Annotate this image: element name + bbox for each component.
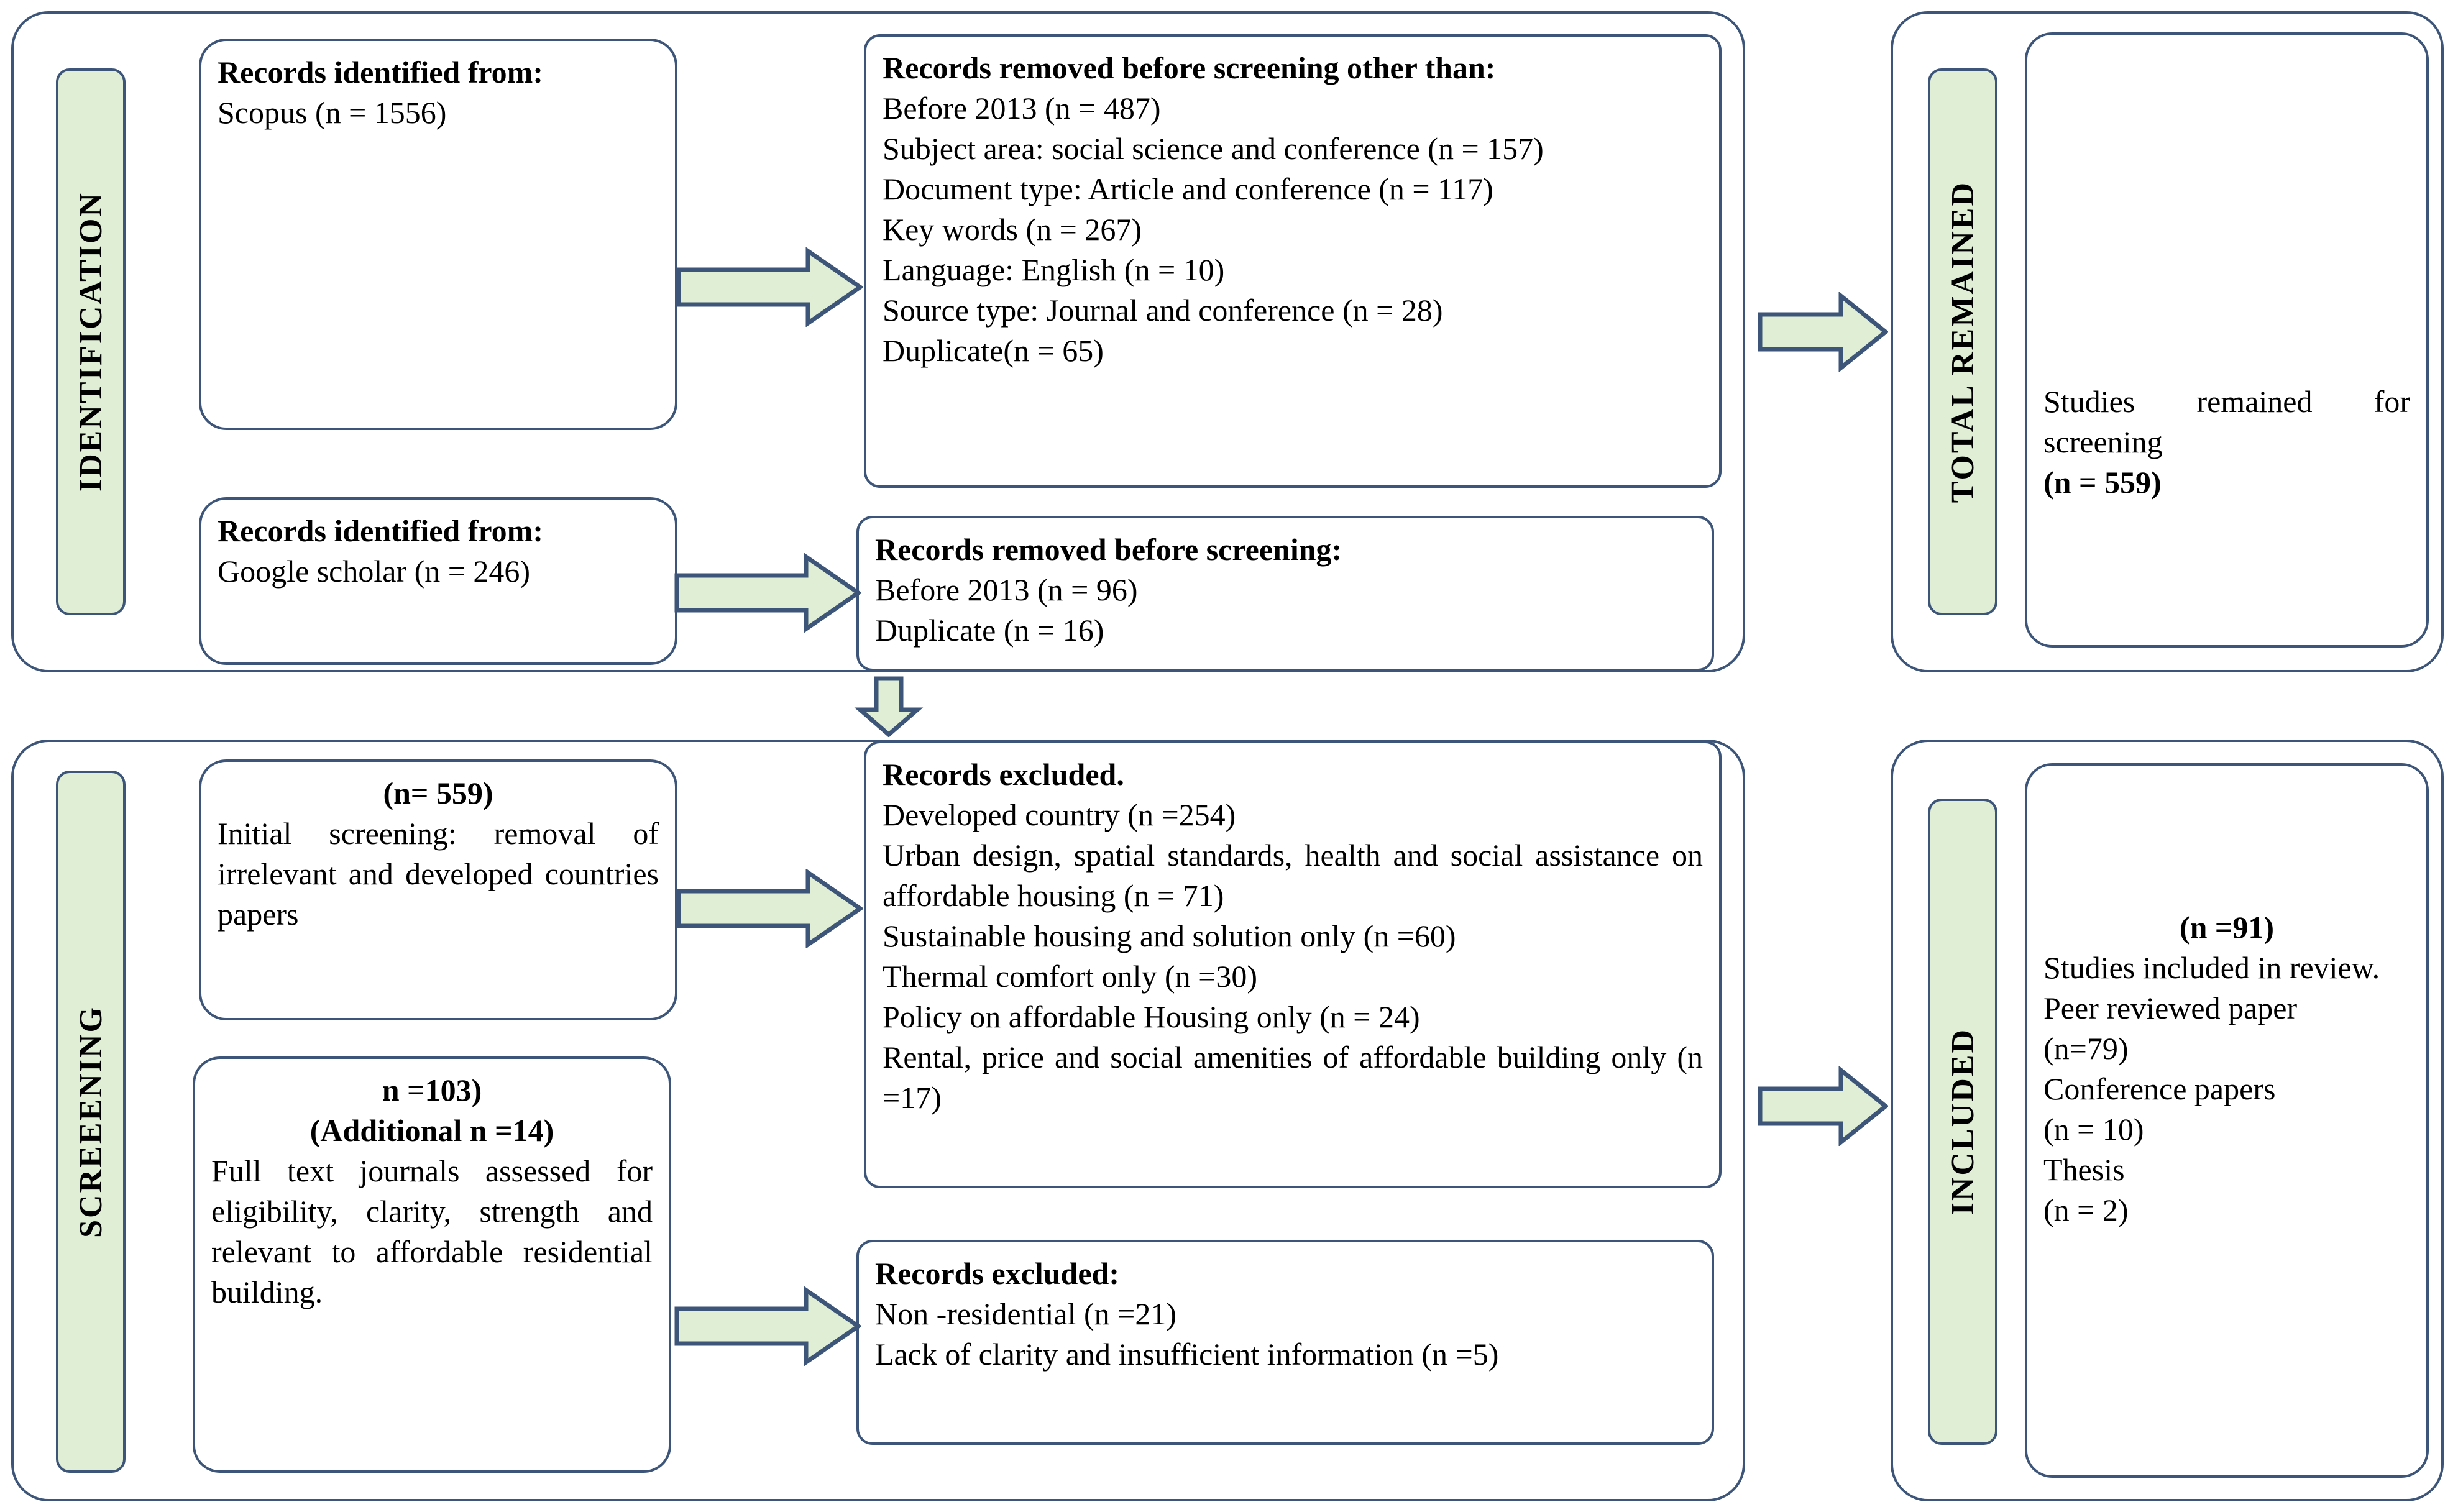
- removed-main-item-2: Document type: Article and conference (n…: [883, 172, 1493, 206]
- included-line-3: Conference papers: [2043, 1071, 2276, 1106]
- excluded-main-item-3: Thermal comfort only (n =30): [883, 959, 1258, 994]
- removed-main-item-5: Source type: Journal and conference (n =…: [883, 293, 1443, 328]
- stage-label-identification: IDENTIFICATION: [56, 68, 126, 615]
- scopus-value: Scopus (n = 1556): [218, 95, 447, 130]
- excluded-main-item-4: Policy on affordable Housing only (n = 2…: [883, 999, 1420, 1034]
- card-total-remained: Studies remained for screening (n = 559): [2025, 32, 2429, 648]
- card-records-removed-main: Records removed before screening other t…: [864, 34, 1722, 488]
- removed-main-heading: Records removed before screening other t…: [883, 50, 1496, 85]
- arrow-right-icon-gscholar-to-removed: [674, 553, 861, 633]
- stage-label-included: INCLUDED: [1928, 799, 1997, 1445]
- arrow-right-icon-scopus-to-removed: [676, 247, 863, 327]
- card-studies-included: (n =91) Studies included in review. Peer…: [2025, 763, 2429, 1478]
- excluded-main-item-2: Sustainable housing and solution only (n…: [883, 919, 1456, 953]
- removed-main-item-0: Before 2013 (n = 487): [883, 91, 1161, 126]
- card-records-excluded-main: Records excluded. Developed country (n =…: [864, 741, 1722, 1188]
- gscholar-value: Google scholar (n = 246): [218, 554, 531, 589]
- stage-label-screening-text: SCREEENING: [73, 1006, 109, 1238]
- stage-label-total-remained-text: TOTAL REMAINED: [1945, 180, 1981, 503]
- arrow-right-icon-to-total-remained: [1758, 292, 1888, 372]
- card-fulltext-assessed: n =103) (Additional n =14) Full text jou…: [193, 1056, 671, 1473]
- included-line-2: (n=79): [2043, 1031, 2129, 1066]
- excluded-main-item-0: Developed country (n =254): [883, 797, 1236, 832]
- total-remained-count: (n = 559): [2043, 465, 2162, 500]
- stage-label-screening: SCREEENING: [56, 771, 126, 1473]
- included-line-4: (n = 10): [2043, 1112, 2144, 1147]
- card-initial-screening: (n= 559) Initial screening: removal of i…: [199, 759, 677, 1020]
- stage-label-total-remained: TOTAL REMAINED: [1928, 68, 1997, 615]
- removed-main-item-6: Duplicate(n = 65): [883, 333, 1104, 368]
- included-line-6: (n = 2): [2043, 1193, 2129, 1227]
- removed-main-item-1: Subject area: social science and confere…: [883, 131, 1544, 166]
- removed-sec-heading: Records removed before screening:: [875, 532, 1342, 567]
- removed-main-item-4: Language: English (n = 10): [883, 252, 1225, 287]
- scopus-heading: Records identified from:: [218, 55, 543, 89]
- included-line-1: Peer reviewed paper: [2043, 991, 2298, 1025]
- excluded-main-heading: Records excluded.: [883, 757, 1124, 792]
- card-records-identified-scopus: Records identified from: Scopus (n = 155…: [199, 39, 677, 430]
- excluded-main-item-1: Urban design, spatial standards, health …: [883, 838, 1703, 913]
- included-line-5: Thesis: [2043, 1152, 2125, 1187]
- excluded-main-item-5: Rental, price and social amenities of af…: [883, 1040, 1703, 1115]
- removed-main-item-3: Key words (n = 267): [883, 212, 1142, 247]
- arrow-right-icon-fulltext-to-excluded: [674, 1286, 861, 1366]
- stage-label-identification-text: IDENTIFICATION: [73, 191, 109, 492]
- arrow-down-icon-identification-to-screening: [851, 676, 926, 737]
- stage-label-included-text: INCLUDED: [1945, 1028, 1981, 1216]
- excluded-sec-heading: Records excluded:: [875, 1256, 1119, 1291]
- fulltext-count: n =103): [382, 1073, 482, 1107]
- included-count: (n =91): [2179, 910, 2275, 945]
- fulltext-additional: (Additional n =14): [310, 1113, 554, 1148]
- initial-screening-body: Initial screening: removal of irrelevant…: [218, 816, 659, 932]
- card-records-excluded-secondary: Records excluded: Non -residential (n =2…: [856, 1240, 1714, 1445]
- card-records-removed-secondary: Records removed before screening: Before…: [856, 516, 1714, 671]
- arrow-right-icon-to-included: [1758, 1066, 1888, 1146]
- initial-screening-count: (n= 559): [383, 776, 493, 810]
- removed-sec-item-1: Duplicate (n = 16): [875, 613, 1104, 648]
- excluded-sec-item-0: Non -residential (n =21): [875, 1296, 1177, 1331]
- excluded-sec-item-1: Lack of clarity and insufficient informa…: [875, 1337, 1499, 1372]
- included-line-0: Studies included in review.: [2043, 950, 2380, 985]
- fulltext-body: Full text journals assessed for eligibil…: [211, 1153, 653, 1309]
- card-records-identified-google-scholar: Records identified from: Google scholar …: [199, 497, 677, 665]
- total-remained-body: Studies remained for screening: [2043, 384, 2410, 459]
- removed-sec-item-0: Before 2013 (n = 96): [875, 572, 1138, 607]
- gscholar-heading: Records identified from:: [218, 513, 543, 548]
- arrow-right-icon-initial-to-excluded: [676, 869, 863, 948]
